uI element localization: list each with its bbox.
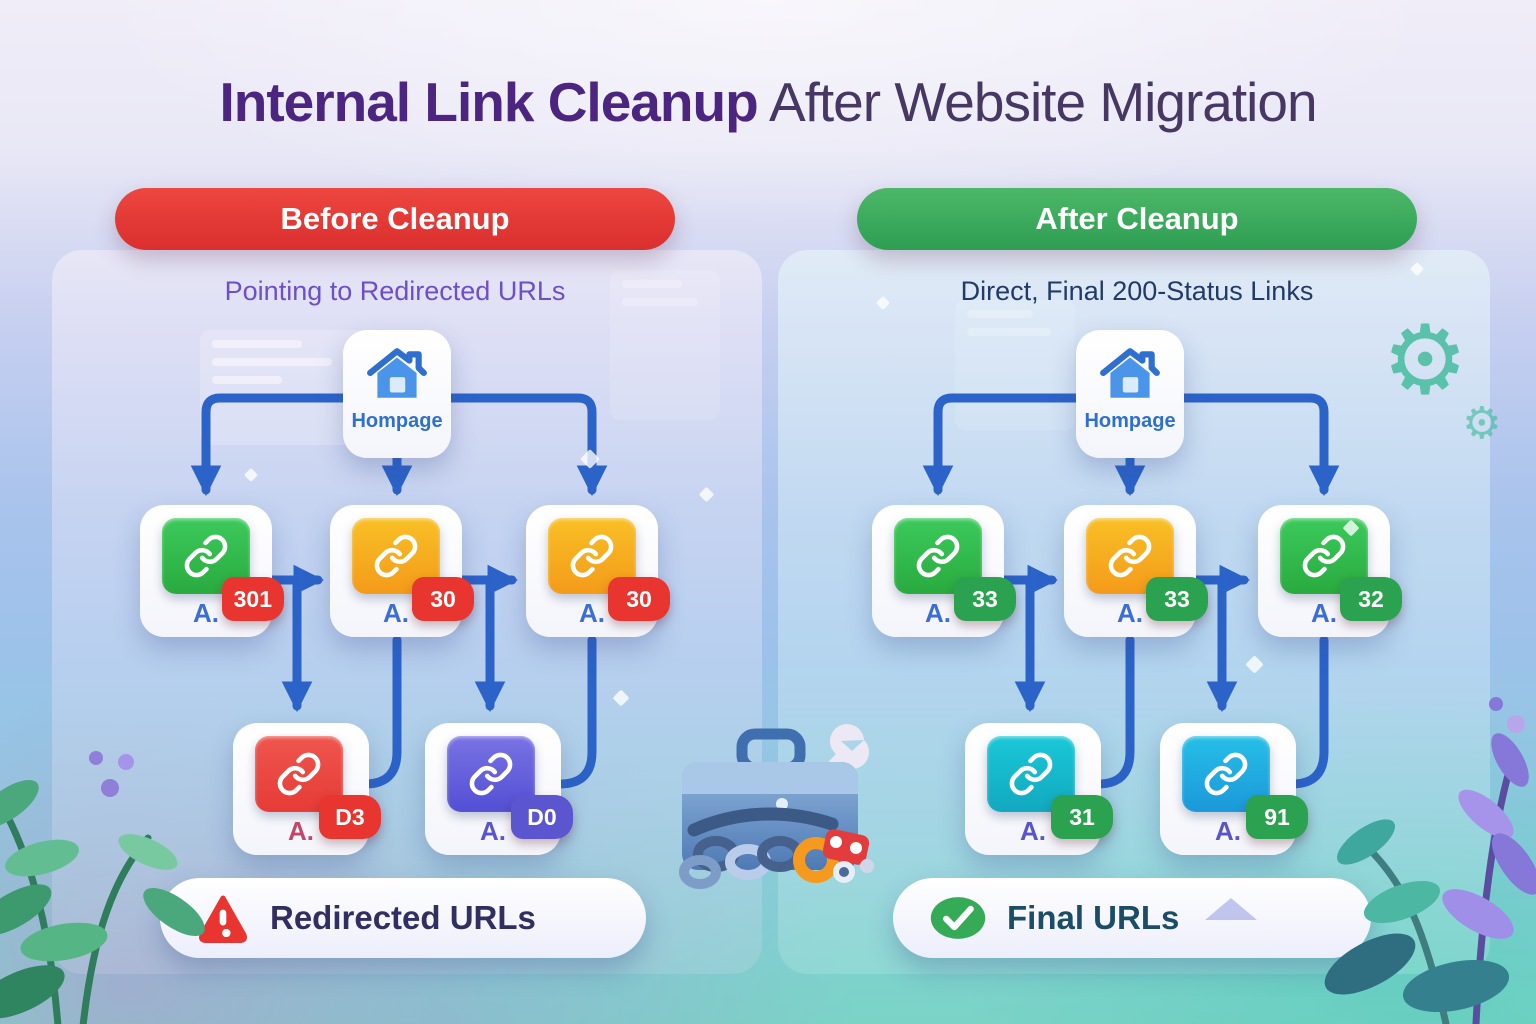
house-icon [364,344,430,406]
page-label: A. [193,598,219,628]
status-badge: 32 [1340,577,1402,621]
plant-decoration-right [1324,697,1536,1024]
after-homepage-card: Hompage [1076,330,1184,458]
homepage-label: Hompage [351,410,443,432]
chain-link-icon [548,518,636,594]
page-label: A. [1117,598,1143,628]
title-highlight: Internal Link Cleanup [219,71,758,133]
status-badge: 30 [412,577,474,621]
before-homepage-card: Hompage [343,330,451,458]
arrow-home-to-a3 [389,393,608,497]
warning-triangle-icon [196,893,250,943]
page-label: A. [1311,598,1337,628]
page-label: A. [480,816,506,846]
link-card-a5: D0 A. [425,723,573,855]
link-card-a2: 30 A. [330,505,474,637]
page-label: A. [579,598,605,628]
link-card-b5: 91 A. [1160,723,1308,855]
gear-icon: ⚙ [1382,304,1469,416]
before-footer-pill: Redirected URLs [160,878,646,958]
after-header-label: After Cleanup [1035,201,1239,236]
after-subtitle: Direct, Final 200-Status Links [960,276,1314,306]
check-circle-icon [929,895,987,941]
status-badge: D0 [511,795,573,839]
page-title: Internal Link Cleanup After Website Migr… [0,70,1536,134]
status-badge: 33 [954,577,1016,621]
chain-link-icon [894,518,982,594]
background-window-sketch [610,270,720,420]
after-header-pill: After Cleanup [857,188,1417,250]
status-badge: D3 [319,795,381,839]
link-card-b4: 31 A. [965,723,1113,855]
plant-decoration-left [0,751,205,1024]
mountain-decoration [1205,898,1257,920]
link-card-a1: 301 A. [140,505,284,637]
page-label: A. [383,598,409,628]
link-card-a3: 30 A. [526,505,670,637]
after-footer-pill: Final URLs [893,878,1371,958]
arrow-home-to-b3 [1122,393,1340,497]
status-badge: 91 [1246,795,1308,839]
gear-icon: ⚙ [1462,398,1502,449]
status-badge: 30 [608,577,670,621]
title-rest: After Website Migration [768,71,1318,133]
status-badge: 31 [1051,795,1113,839]
link-card-b1: 33 A. [872,505,1016,637]
link-card-a4: D3 A. [233,723,381,855]
before-subtitle: Pointing to Redirected URLs [224,276,566,306]
after-footer-label: Final URLs [1007,899,1180,936]
house-icon [1097,344,1163,406]
status-badge: 33 [1146,577,1208,621]
toolbox-with-chains-and-wrench-icon [679,724,874,889]
homepage-label: Hompage [1084,410,1176,432]
page-label: A. [1215,816,1241,846]
before-header-label: Before Cleanup [280,201,510,236]
status-badge: 301 [221,577,284,621]
page-label: A. [925,598,951,628]
arrow-home-to-a1 [190,393,405,497]
arrow-home-to-b1 [922,393,1138,497]
before-header-pill: Before Cleanup [115,188,675,250]
page-label: A. [288,816,314,846]
before-footer-label: Redirected URLs [270,899,536,936]
link-card-b3: 32 A. [1258,505,1402,637]
page-label: A. [1020,816,1046,846]
link-card-b2: 33 A. [1064,505,1208,637]
background-window-sketch [200,330,365,445]
